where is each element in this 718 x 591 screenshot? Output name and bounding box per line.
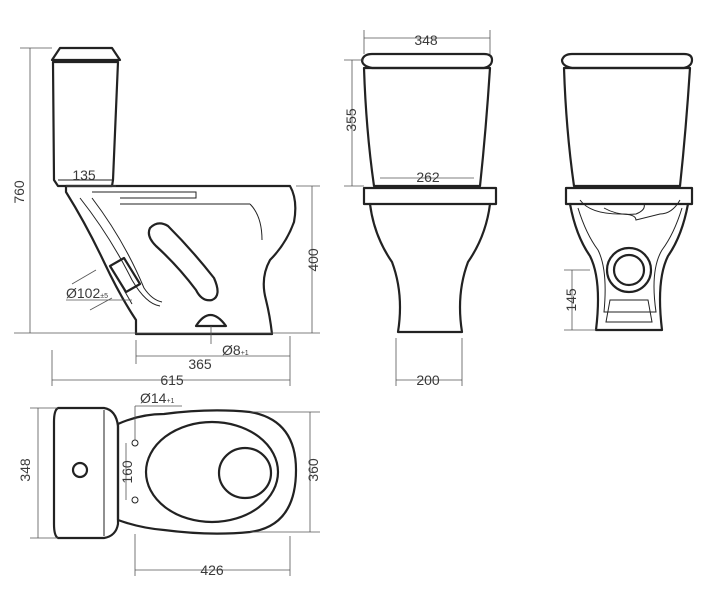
dim-fixing-diameter: Ø8+1 [222, 342, 249, 358]
top-view-fixing-hole [131, 496, 139, 504]
side-view-bowl [64, 184, 297, 336]
dim-water-inlet-diameter: Ø14+1 [140, 390, 175, 406]
top-view-bowl-outline [116, 409, 298, 535]
top-view-tank [52, 406, 120, 540]
rear-view-outlet-hole [612, 253, 646, 287]
dim-front-tank-inner-width: 262 [416, 169, 440, 185]
dim-front-tank-width: 348 [414, 32, 438, 48]
front-view-tank-lid [360, 52, 494, 70]
dim-total-height: 760 [11, 180, 27, 204]
rear-view: 145 [560, 52, 694, 332]
top-view-seat [144, 420, 280, 524]
top-view-flush-button [71, 461, 89, 479]
top-view-bowl-opening [217, 446, 273, 500]
side-view: 760 135 400 Ø102±5 365 Ø8+1 615 [11, 46, 321, 388]
rear-view-outlet-ring [605, 246, 653, 294]
dim-front-tank-height: 355 [343, 108, 359, 132]
front-view-pedestal [368, 202, 492, 334]
side-view-trap-siphon [147, 222, 219, 302]
dim-front-base-width: 200 [416, 372, 440, 388]
dim-bowl-length: 426 [200, 562, 224, 578]
side-view-tank-lid [50, 46, 122, 62]
dim-tank-offset: 135 [72, 167, 96, 183]
rear-view-pedestal [568, 202, 690, 332]
dim-total-depth: 615 [160, 372, 184, 388]
top-view-water-inlet [131, 439, 139, 447]
dim-bowl-width: 360 [305, 458, 321, 482]
front-view-tank [362, 66, 492, 188]
side-view-fixing-hole [194, 313, 228, 328]
rear-view-tank-lid [560, 52, 694, 70]
rear-view-seat-rim [564, 186, 694, 206]
dim-rear-outlet-height: 145 [563, 288, 579, 312]
dim-bowl-height: 400 [305, 248, 321, 272]
dim-depth-to-fixing: 365 [188, 356, 212, 372]
top-view: Ø14+1 348 160 360 426 [17, 390, 321, 578]
dim-outlet-diameter: Ø102±5 [66, 285, 108, 301]
side-view-outlet-pipe [108, 256, 142, 294]
dim-top-tank-width: 348 [17, 458, 33, 482]
dim-fixing-spacing: 160 [119, 460, 135, 484]
front-view-seat-rim [362, 186, 498, 206]
front-view: 348 355 262 200 [343, 30, 498, 388]
rear-view-tank [562, 66, 692, 188]
